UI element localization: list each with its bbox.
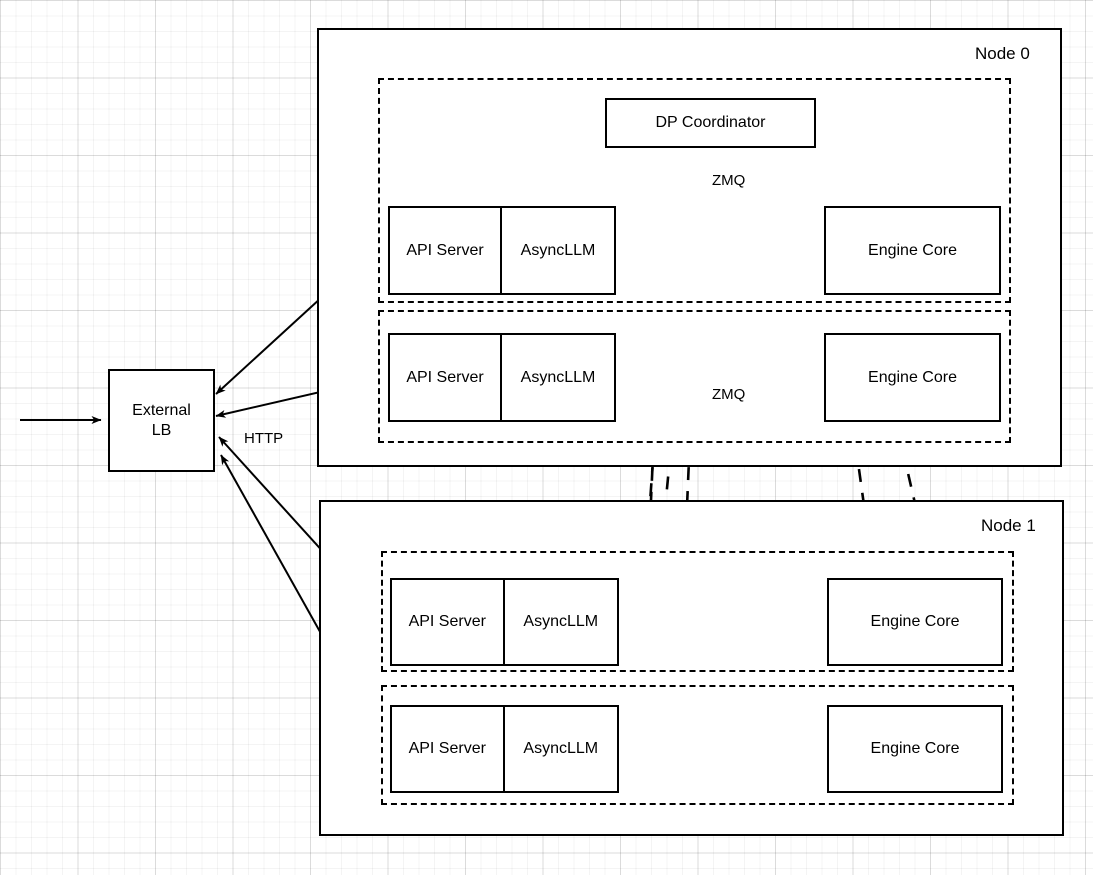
node-1-group-0-engine-core[interactable]: Engine Core	[827, 578, 1003, 666]
node-0-group-0-apiserver-unit[interactable]: API Server AsyncLLM	[388, 206, 616, 295]
zmq-label-node0: ZMQ	[712, 172, 746, 189]
node-1-group-1-engine-core[interactable]: Engine Core	[827, 705, 1003, 793]
external-lb-box[interactable]: External LB	[108, 369, 215, 472]
node-1-group-1	[381, 685, 1014, 805]
node-0-label: Node 0	[975, 44, 1030, 63]
asyncllm-label: AsyncLLM	[520, 241, 596, 259]
node-0-group-1-engine-core[interactable]: Engine Core	[824, 333, 1001, 422]
api-server-label: API Server	[406, 368, 484, 386]
asyncllm-cell[interactable]: AsyncLLM	[505, 707, 618, 791]
node-1-label: Node 1	[981, 516, 1036, 535]
engine-core-label: Engine Core	[868, 368, 957, 386]
node-0-group-1	[378, 310, 1011, 443]
zmq-label-node0-group1: ZMQ	[712, 386, 746, 403]
asyncllm-cell[interactable]: AsyncLLM	[505, 580, 618, 664]
asyncllm-label: AsyncLLM	[523, 740, 599, 757]
api-server-cell[interactable]: API Server	[390, 335, 502, 420]
asyncllm-label: AsyncLLM	[523, 613, 599, 630]
api-server-label: API Server	[408, 613, 486, 630]
node-0-group-1-apiserver-unit[interactable]: API Server AsyncLLM	[388, 333, 616, 422]
asyncllm-cell[interactable]: AsyncLLM	[502, 208, 614, 293]
node-1-group-0	[381, 551, 1014, 672]
engine-core-label: Engine Core	[870, 740, 960, 757]
asyncllm-cell[interactable]: AsyncLLM	[502, 335, 614, 420]
engine-core-label: Engine Core	[870, 613, 960, 630]
asyncllm-label: AsyncLLM	[520, 368, 596, 386]
node-1-group-1-apiserver-unit[interactable]: API Server AsyncLLM	[390, 705, 619, 793]
api-server-cell[interactable]: API Server	[392, 580, 505, 664]
api-server-cell[interactable]: API Server	[390, 208, 502, 293]
api-server-cell[interactable]: API Server	[392, 707, 505, 791]
node-0-group-0-engine-core[interactable]: Engine Core	[824, 206, 1001, 295]
dp-coordinator-label: DP Coordinator	[655, 114, 766, 131]
api-server-label: API Server	[408, 740, 486, 757]
dp-coordinator-box[interactable]: DP Coordinator	[605, 98, 816, 148]
node-0-group-0	[378, 78, 1011, 303]
node-1-group-0-apiserver-unit[interactable]: API Server AsyncLLM	[390, 578, 619, 666]
engine-core-label: Engine Core	[868, 241, 957, 259]
api-server-label: API Server	[406, 241, 484, 259]
http-label: HTTP	[244, 430, 284, 447]
external-lb-label: External LB	[132, 401, 191, 439]
